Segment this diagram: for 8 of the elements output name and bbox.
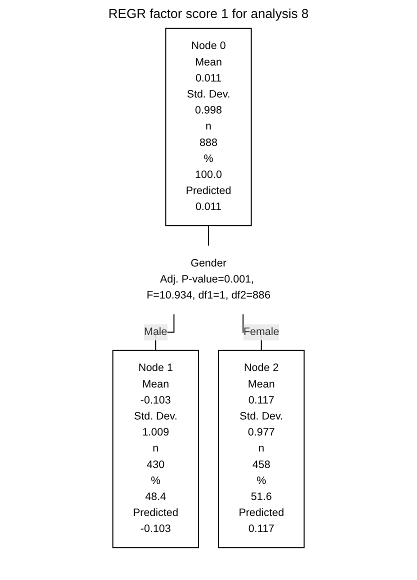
diagram-title: REGR factor score 1 for analysis 8 [107,5,310,23]
edge-label: Male [144,326,168,338]
node-box: Node 1 Mean -0.103 Std. Dev. 1.009 n 430 % 48.4 Predicted -0.103 [112,350,199,548]
node-box: Node 2 Mean 0.117 Std. Dev. 0.977 n 458 % 51.6 Predicted 0.117 [218,350,305,548]
edge-label: Female [243,326,280,338]
connector [208,226,209,246]
node-text: Gender Adj. P-value=0.001, F=10.934, df1=1, df2=886 [146,258,270,302]
node-box: Node 0 Mean 0.011 Std. Dev. 0.998 n 888 % 100.0 Predicted 0.011 [165,28,252,226]
